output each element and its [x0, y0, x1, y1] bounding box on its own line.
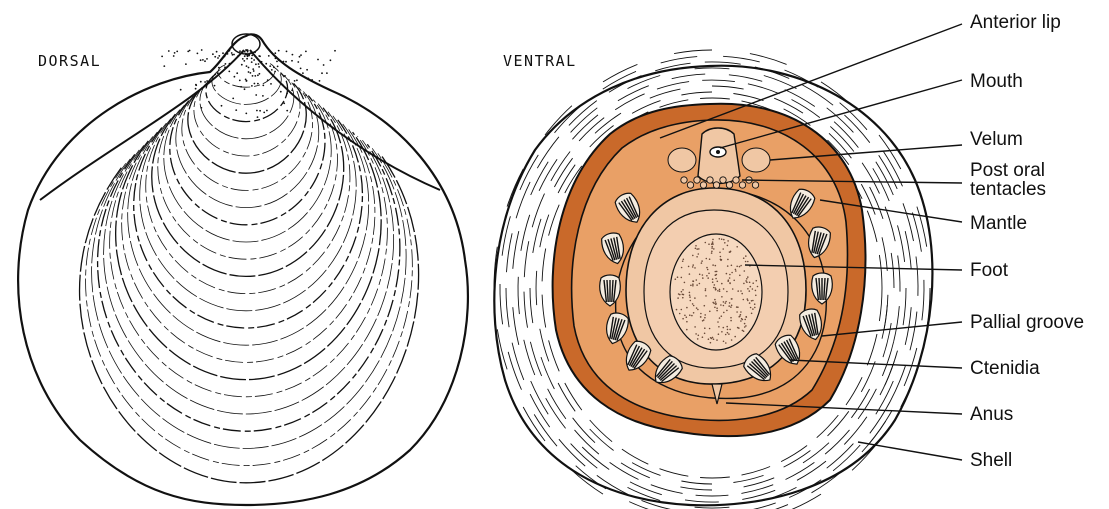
growth-line: [152, 108, 344, 277]
label-shell: Shell: [970, 450, 1012, 471]
label-anterior-lip: Anterior lip: [970, 12, 1061, 33]
growth-line: [98, 144, 400, 431]
growth-line: [116, 132, 382, 380]
growth-line: [86, 152, 413, 465]
dorsal-shell: [18, 34, 468, 505]
growth-line: [188, 83, 306, 173]
label-velum: Velum: [970, 129, 1023, 150]
label-pallial-groove: Pallial groove: [970, 312, 1084, 333]
leader-shell: [858, 442, 962, 460]
ventral-view: VENTRAL: [494, 50, 932, 509]
growth-lines: [80, 63, 419, 483]
growth-line: [122, 128, 375, 362]
growth-line: [158, 104, 338, 260]
label-mouth: Mouth: [970, 71, 1023, 92]
growth-line: [200, 75, 294, 139]
part-labels: Anterior lip Mouth Velum Post oral tenta…: [970, 12, 1084, 471]
growth-line: [128, 124, 369, 345]
dorsal-label: DORSAL: [38, 52, 101, 70]
label-mantle: Mantle: [970, 213, 1027, 234]
label-ctenidia: Ctenidia: [970, 358, 1040, 379]
growth-line: [170, 96, 325, 225]
umbo-stippling: [161, 49, 336, 118]
growth-line: [140, 116, 356, 311]
label-post-oral-line2: tentacles: [970, 179, 1046, 200]
label-foot: Foot: [970, 260, 1009, 281]
label-anus: Anus: [970, 404, 1013, 425]
foot-center: [670, 234, 762, 350]
growth-line: [194, 79, 300, 156]
leader-anterior-lip: [660, 24, 962, 138]
velum-right: [742, 148, 770, 172]
foot: [626, 188, 806, 384]
dorsal-view: DORSAL: [18, 34, 468, 505]
ventral-label: VENTRAL: [503, 52, 577, 70]
growth-line: [92, 148, 407, 448]
velum-left: [668, 148, 696, 172]
growth-line: [80, 156, 419, 482]
label-post-oral-line1: Post oral: [970, 160, 1045, 181]
